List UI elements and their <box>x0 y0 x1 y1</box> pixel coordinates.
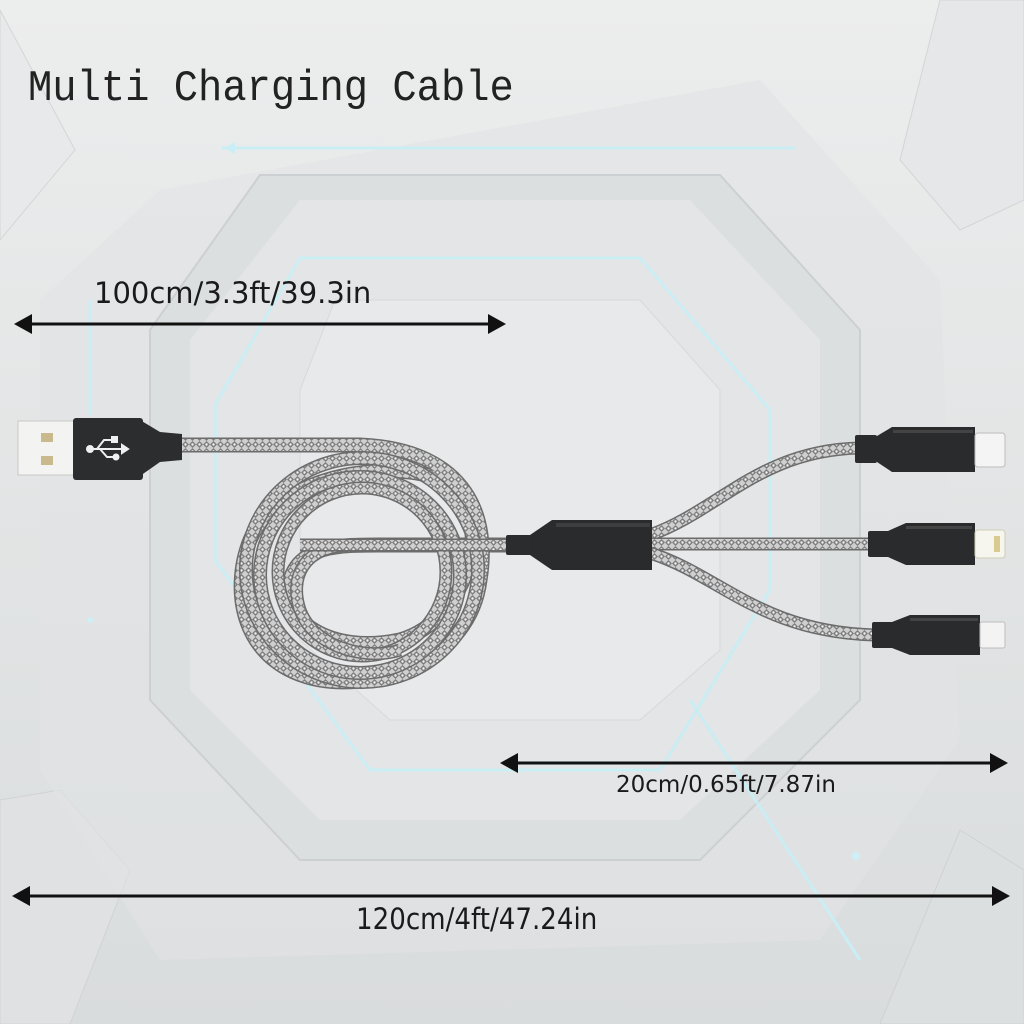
main-cable-length-label: 100cm/3.3ft/39.3in <box>94 276 372 310</box>
usb-a-connector <box>17 418 182 480</box>
main-cable <box>172 437 518 690</box>
split-cable-length-label: 20cm/0.65ft/7.87in <box>616 772 836 798</box>
page-title: Multi Charging Cable <box>28 64 514 114</box>
micro-usb-connector <box>872 615 1006 655</box>
dimension-arrow-main <box>14 314 506 334</box>
total-length-label: 120cm/4ft/47.24in <box>356 902 598 936</box>
splitter-housing <box>506 520 652 570</box>
dimension-arrow-total <box>12 886 1010 906</box>
dimension-arrow-split <box>500 753 1008 773</box>
usb-icon <box>86 436 130 461</box>
split-cables <box>647 441 876 642</box>
usb-c-connector <box>855 427 1006 472</box>
lightning-connector <box>868 523 1006 565</box>
